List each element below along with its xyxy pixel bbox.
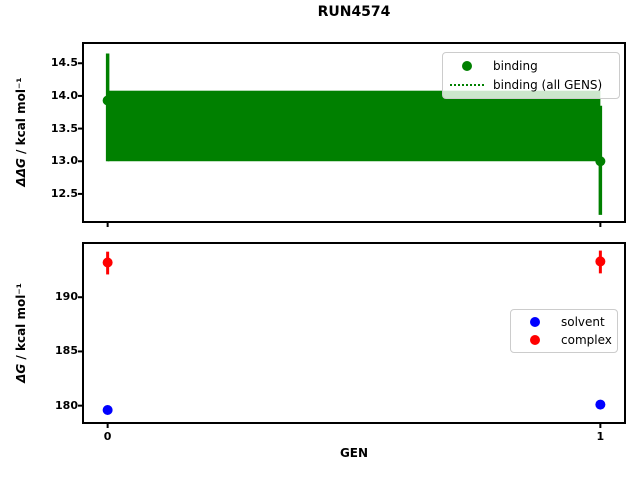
bottom-y-tick-label: 185 xyxy=(55,344,78,358)
top-y-tick-label: 13.0 xyxy=(50,154,78,168)
top-binding-all-gens-band xyxy=(107,90,601,162)
bottom-complex-point xyxy=(102,257,113,268)
dot-marker-icon xyxy=(530,335,540,345)
top-y-axis-label-math: ΔΔG xyxy=(14,158,28,187)
bottom-x-tick-label: 0 xyxy=(103,430,112,443)
bottom-x-tick-label: 1 xyxy=(596,430,605,443)
bottom-solvent-point xyxy=(102,404,113,415)
top-y-axis-label-units: / kcal mol⁻¹ xyxy=(14,77,28,159)
legend-entry-binding: binding xyxy=(449,56,613,76)
dot-marker-icon xyxy=(530,317,540,327)
bottom-legend: solvent complex xyxy=(510,309,618,353)
bottom-y-axis-label-math: ΔG xyxy=(14,363,28,383)
bottom-solvent-point xyxy=(595,399,606,410)
legend-label: binding xyxy=(493,58,538,73)
bottom-axes-frame xyxy=(82,242,626,424)
x-axis-label: GEN xyxy=(339,446,369,460)
chart-title: RUN4574 xyxy=(317,4,391,20)
dot-marker-icon xyxy=(462,60,472,71)
top-binding-point xyxy=(595,156,606,167)
legend-dot-icon xyxy=(449,60,485,71)
legend-dot-icon xyxy=(517,335,553,345)
top-binding-point xyxy=(102,95,113,106)
bottom-y-axis-label-units: / kcal mol⁻¹ xyxy=(14,283,28,364)
legend-entry-complex: complex xyxy=(517,331,612,349)
legend-entry-binding-all-gens: binding (all GENS) xyxy=(449,76,613,96)
top-y-tick-label: 14.5 xyxy=(50,56,78,70)
top-y-tick-label: 13.5 xyxy=(50,121,78,135)
bottom-y-axis-label: ΔG / kcal mol⁻¹ xyxy=(13,243,29,423)
dotted-line-icon xyxy=(450,84,484,87)
top-y-tick-label: 14.0 xyxy=(50,88,78,102)
legend-label: complex xyxy=(561,333,612,347)
legend-label: solvent xyxy=(561,315,605,329)
legend-dot-icon xyxy=(517,317,553,327)
bottom-y-tick-label: 180 xyxy=(55,398,78,412)
top-y-axis-label: ΔΔG / kcal mol⁻¹ xyxy=(13,42,29,222)
bottom-y-tick-label: 190 xyxy=(55,290,78,304)
bottom-complex-point xyxy=(595,256,606,267)
legend-dotted-line-icon xyxy=(449,84,485,87)
top-y-tick-label: 12.5 xyxy=(50,186,78,200)
legend-entry-solvent: solvent xyxy=(517,313,611,331)
legend-label: binding (all GENS) xyxy=(493,78,603,93)
top-axes-frame xyxy=(82,42,626,223)
top-legend: binding binding (all GENS) xyxy=(442,52,620,99)
